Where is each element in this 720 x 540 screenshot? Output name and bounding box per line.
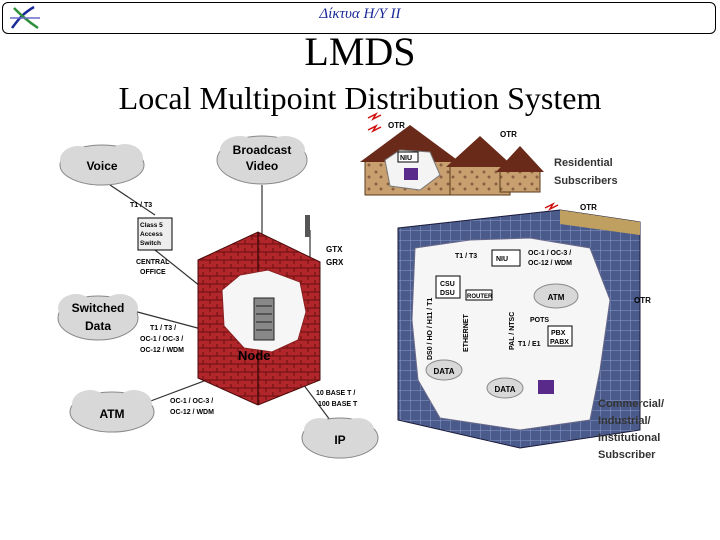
- res-label-2: Subscribers: [554, 175, 618, 187]
- res-otr-2: OTR: [500, 130, 517, 139]
- switched-label-1: Switched: [72, 301, 125, 315]
- ip-link-1: 10 BASE T /: [316, 390, 355, 397]
- atm-cloud-label: ATM: [99, 407, 124, 421]
- residential-houses: NIU OTR OTR Residential Subscribers: [360, 121, 618, 196]
- switched-label-2: Data: [85, 319, 111, 333]
- com-atm-label: ATM: [548, 293, 565, 302]
- com-tv-icon: [538, 380, 554, 394]
- com-niu: NIU: [496, 256, 508, 263]
- com-oc-1: OC-1 / OC-3 /: [528, 250, 571, 257]
- ip-cloud-label: IP: [334, 433, 345, 447]
- node-label: Node: [238, 348, 271, 363]
- pots-label: POTS: [530, 317, 549, 324]
- com-label-4: Subscriber: [598, 449, 656, 461]
- res-niu-label: NIU: [400, 155, 412, 162]
- data-label-2: DATA: [494, 385, 515, 394]
- com-t1t3: T1 / T3: [455, 253, 477, 260]
- slide-title: LMDS: [304, 29, 416, 74]
- atm-cloud: ATM: [69, 390, 155, 433]
- com-label-3: Institutional: [598, 432, 660, 444]
- sd-link-1: T1 / T3 /: [150, 325, 176, 332]
- com-oc-2: OC-12 / WDM: [528, 260, 572, 267]
- node-building: Node GTX GRX: [197, 215, 344, 406]
- com-otr-top: OTR: [580, 203, 597, 212]
- switched-data-cloud: Switched Data: [57, 294, 139, 341]
- central-label-2: OFFICE: [140, 269, 166, 276]
- pbx-label-2: PABX: [550, 339, 569, 346]
- logo-icon: [10, 5, 40, 30]
- com-otr-side: OTR: [634, 296, 651, 305]
- ds0-label: DS0 / HO / H11 / T1: [427, 298, 434, 360]
- csu-label-2: DSU: [440, 290, 455, 297]
- node-rack-icon: [253, 297, 275, 341]
- voice-label: Voice: [86, 159, 117, 173]
- switch-label-1: Class 5: [140, 222, 163, 229]
- atm-link-1: OC-1 / OC-3 /: [170, 398, 213, 405]
- com-label-1: Commercial/: [598, 398, 664, 410]
- pal-label: PAL / NTSC: [509, 312, 516, 350]
- commercial-building: OTR OTR T1 / T3 NIU OC-1 / OC-3 / OC-12 …: [397, 203, 664, 461]
- broadcast-video-cloud: Broadcast Video: [216, 135, 308, 185]
- node-antenna-icon: [305, 215, 310, 237]
- switch-label-3: Switch: [140, 240, 161, 247]
- central-office: T1 / T3 Class 5 Access Switch CENTRAL OF…: [130, 202, 173, 276]
- ip-cloud: IP: [301, 417, 379, 459]
- voice-cloud: Voice: [59, 144, 145, 186]
- header-title: Δίκτυα Η/Υ ΙΙ: [319, 6, 401, 22]
- csu-label-1: CSU: [440, 281, 455, 288]
- switch-label-2: Access: [140, 231, 163, 238]
- res-label-1: Residential: [554, 157, 613, 169]
- atm-link-2: OC-12 / WDM: [170, 409, 214, 416]
- pbx-label-1: PBX: [551, 330, 566, 337]
- t1e1-label: T1 / E1: [518, 341, 541, 348]
- co-t1t3: T1 / T3: [130, 202, 152, 209]
- data-label-1: DATA: [433, 367, 454, 376]
- grx-label: GRX: [326, 258, 344, 267]
- res-tv-icon: [404, 168, 418, 180]
- ip-link-2: 100 BASE T: [318, 401, 358, 408]
- res-otr-1: OTR: [388, 121, 405, 130]
- sd-link-2: OC-1 / OC-3 /: [140, 336, 183, 343]
- gtx-label: GTX: [326, 245, 343, 254]
- central-label-1: CENTRAL: [136, 259, 170, 266]
- router-label: ROUTER: [467, 294, 493, 300]
- com-label-2: Industrial/: [598, 415, 651, 427]
- slide-subtitle: Local Multipoint Distribution System: [118, 80, 602, 116]
- ethernet-label: ETHERNET: [463, 314, 470, 352]
- broadcast-label-1: Broadcast: [233, 143, 292, 157]
- broadcast-label-2: Video: [246, 159, 278, 173]
- sd-link-3: OC-12 / WDM: [140, 347, 184, 354]
- header-bar: [2, 2, 716, 34]
